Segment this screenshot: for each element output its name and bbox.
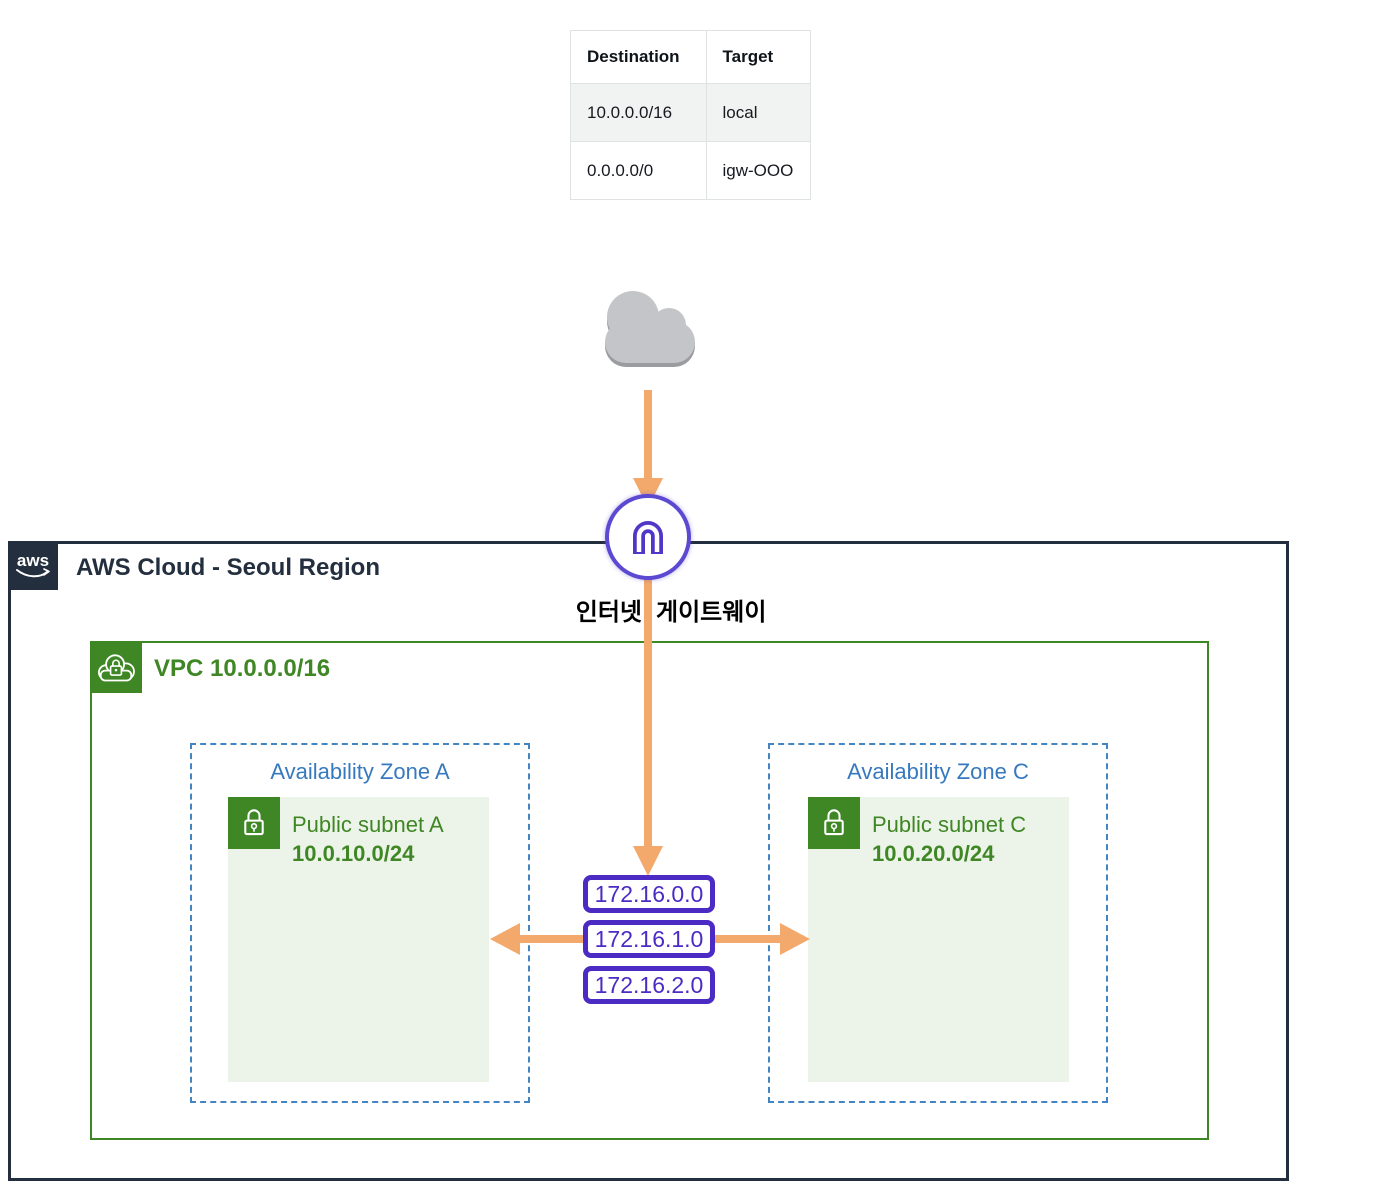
aws-cloud-region-title: AWS Cloud - Seoul Region [76, 554, 380, 581]
arrow-to-subnet-c-head [780, 923, 810, 955]
public-subnet-lock-icon [808, 797, 860, 849]
route-table: Destination Target 10.0.0.0/16 local 0.0… [570, 30, 812, 200]
route-table-cell-destination: 10.0.0.0/16 [570, 83, 707, 142]
arrow-gateway-to-vpc-shaft [644, 578, 652, 848]
public-subnet-c-label: Public subnet C 10.0.20.0/24 [872, 810, 1026, 868]
availability-zone-c-box: Availability Zone C [768, 743, 1108, 1103]
route-table-row: 0.0.0.0/0 igw-OOO [570, 141, 812, 200]
internet-cloud-icon [585, 281, 713, 378]
public-subnet-a-name: Public subnet A [292, 812, 444, 837]
public-subnet-c-name: Public subnet C [872, 812, 1027, 837]
availability-zone-a-title: Availability Zone A [270, 759, 450, 784]
aws-smile-icon [16, 567, 50, 577]
arrow-gateway-to-vpc-head [633, 846, 663, 876]
route-table-cell-target: local [705, 83, 812, 142]
route-table-row: 10.0.0.0/16 local [570, 83, 812, 142]
vpc-icon [90, 641, 142, 693]
availability-zone-a-box: Availability Zone A [190, 743, 530, 1103]
route-table-cell-target: igw-OOO [705, 141, 812, 200]
arrow-to-subnet-a-head [490, 923, 520, 955]
route-table-header-target: Target [705, 30, 812, 84]
vpc-title: VPC 10.0.0.0/16 [154, 655, 331, 682]
route-ip-box: 172.16.0.0 [583, 875, 715, 913]
public-subnet-c-cidr: 10.0.20.0/24 [872, 841, 995, 866]
aws-logo: aws [8, 541, 58, 590]
availability-zone-c-title: Availability Zone C [847, 759, 1029, 784]
route-ip-box: 172.16.2.0 [583, 966, 715, 1004]
route-table-cell-destination: 0.0.0.0/0 [570, 141, 707, 200]
internet-gateway-icon [605, 494, 691, 580]
public-subnet-a-cidr: 10.0.10.0/24 [292, 841, 415, 866]
internet-gateway-label: 게이트웨이 [656, 599, 767, 626]
internet-gateway-label: 인터넷 [575, 599, 642, 626]
route-table-header-destination: Destination [570, 30, 707, 84]
route-table-header-row: Destination Target [570, 30, 812, 84]
aws-logo-text: aws [16, 550, 50, 570]
route-ip-box: 172.16.1.0 [583, 920, 715, 958]
public-subnet-lock-icon [228, 797, 280, 849]
public-subnet-a-label: Public subnet A 10.0.10.0/24 [292, 810, 444, 868]
arrow-cloud-to-gateway-shaft [644, 390, 652, 480]
